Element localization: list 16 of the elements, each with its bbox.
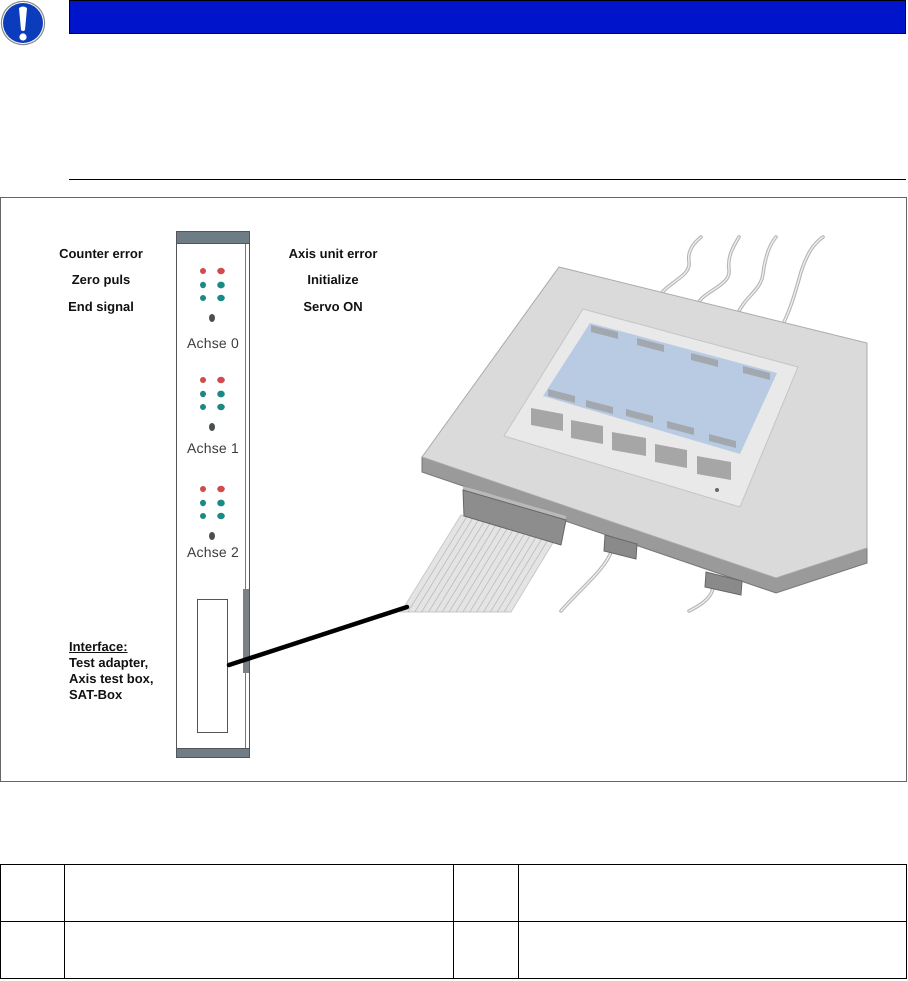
led-label: Counter error: [59, 246, 143, 262]
interface-heading: Interface:: [69, 639, 128, 655]
led-label: End signal: [68, 299, 134, 315]
led-label: Zero puls: [72, 272, 130, 288]
module-panel: [176, 231, 250, 758]
notice-bar: [69, 0, 906, 34]
device-illustration: [400, 234, 870, 614]
led-label: Servo ON: [303, 299, 363, 315]
interface-slot: [197, 599, 228, 733]
axis-label: Achse 2: [187, 544, 239, 561]
cable-line: [226, 604, 410, 668]
axis-label: Achse 0: [187, 335, 239, 352]
led-label: Initialize: [307, 272, 359, 288]
interface-text: Test adapter, Axis test box, SAT-Box: [69, 655, 155, 703]
axis-label: Achse 1: [187, 440, 239, 457]
led-label: Axis unit error: [288, 246, 378, 262]
